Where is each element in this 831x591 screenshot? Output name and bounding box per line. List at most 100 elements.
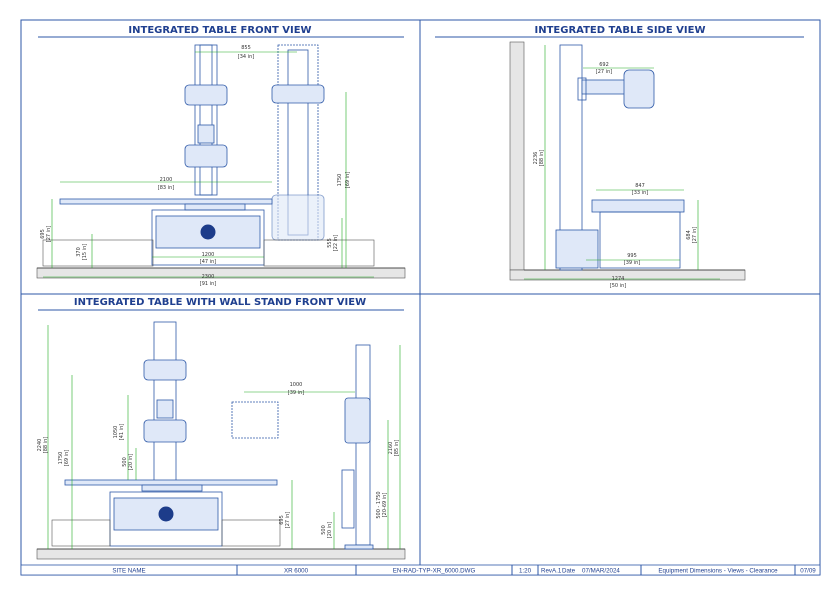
dim-side-1274-in: [50 in] <box>610 283 626 289</box>
dim-wall-1050: 1050 <box>113 426 119 439</box>
side-view-title: INTEGRATED TABLE SIDE VIEW <box>535 25 706 36</box>
floor-hatch <box>36 267 406 279</box>
ws-table-base <box>109 491 223 547</box>
tube-column <box>194 44 218 196</box>
dim-front-2300-in: [91 in] <box>200 281 216 287</box>
dim-side-995-in: [39 in] <box>624 260 640 266</box>
dim-front-1200-in: [47 in] <box>200 259 216 265</box>
dim-side-995: 995 <box>627 253 637 259</box>
dim-wall-1000: 1000 <box>290 382 303 388</box>
bucky-tray <box>184 203 246 211</box>
dim-side-692: 692 <box>599 62 609 68</box>
dim-side-692-in: [27 in] <box>596 69 612 75</box>
dim-wall-2240: 2240 <box>37 439 43 452</box>
ws-table-logo <box>158 506 174 522</box>
dim-front-2100: 2100 <box>160 177 173 183</box>
collimator <box>197 124 215 144</box>
wall-stand-column <box>355 344 371 546</box>
tb-model: XR 6000 <box>284 568 309 575</box>
ws-tube-head-low <box>143 419 187 443</box>
wall-stand-foot <box>344 544 374 550</box>
tb-scale: 1:20 <box>519 568 532 575</box>
dim-front-1750: 1750 <box>337 174 343 187</box>
dim-side-2236-in: [88 in] <box>539 150 545 166</box>
dim-front-555: 555 <box>327 238 333 248</box>
title-block: SITE NAME XR 6000 EN-RAD-TYP-XR_6000.DWG… <box>20 564 821 576</box>
dim-front-695-in: [27 in] <box>46 226 52 242</box>
dim-front-2100-in: [83 in] <box>158 185 174 191</box>
side-floor-hatch <box>509 269 746 281</box>
wall-stand-detector <box>344 397 371 444</box>
dim-front-855: 855 <box>241 45 251 51</box>
dim-side-2236: 2236 <box>533 152 539 165</box>
dim-front-855-in: [34 in] <box>238 54 254 60</box>
dim-wall-500-1750: 500 - 1750 <box>376 491 382 518</box>
wall-view-title: INTEGRATED TABLE WITH WALL STAND FRONT V… <box>74 297 366 308</box>
dim-wall-500-lower-in: [20 in] <box>327 522 333 538</box>
dim-side-847: 847 <box>635 183 645 189</box>
ghost-head-low <box>271 194 325 241</box>
side-base-unit <box>555 229 599 269</box>
dim-front-695: 695 <box>40 229 46 239</box>
floor-plate-right <box>263 239 375 267</box>
tube-column-inner <box>199 44 213 196</box>
side-arm-joint <box>577 77 587 101</box>
table-logo <box>200 224 216 240</box>
dim-wall-695: 695 <box>279 515 285 525</box>
tb-date-label: Date <box>562 568 576 575</box>
dim-side-684-in: [27 in] <box>692 227 698 243</box>
dim-wall-1000-in: [39 in] <box>288 390 304 396</box>
ws-bucky-tray <box>141 484 203 492</box>
dim-wall-500-1750-in: [20-69 in] <box>382 493 388 518</box>
dim-front-1750-in: [69 in] <box>345 172 351 188</box>
wall-stand-view: 1000 [39 in] 2240 [88 in] 1750 [69 in] 1… <box>36 321 406 560</box>
dim-front-1200: 1200 <box>202 252 215 258</box>
ws-plate-right <box>221 519 281 547</box>
dim-wall-2160: 2160 <box>388 442 394 455</box>
dim-wall-2240-in: [88 in] <box>43 437 49 453</box>
dim-front-370-in: [15 in] <box>82 244 88 260</box>
tb-rev: RevA.1 <box>541 568 562 575</box>
tb-date-value: 07/MAR/2024 <box>582 568 620 575</box>
wall-hatch <box>509 41 525 271</box>
dim-wall-695-in: [27 in] <box>285 512 291 528</box>
ws-plate-left <box>51 519 111 547</box>
wall-floor-hatch <box>36 548 406 560</box>
side-table-base <box>599 211 681 269</box>
tube-head-top <box>184 84 228 106</box>
title-block-frame <box>20 564 821 576</box>
dim-front-555-in: [22 in] <box>333 235 339 251</box>
table-base <box>151 209 265 266</box>
tb-description: Equipment Dimensions - Views - Clearance <box>658 568 778 575</box>
dim-wall-500-lower: 500 <box>321 525 327 535</box>
ws-table-top <box>64 479 278 486</box>
tb-site-name: SITE NAME <box>112 568 145 575</box>
dim-wall-1750-in: [69 in] <box>64 450 70 466</box>
tb-sheet-number: 07/09 <box>800 568 816 575</box>
tube-head-low <box>184 144 228 168</box>
floor-plate-left <box>42 239 154 267</box>
ghost-head <box>271 84 325 104</box>
dim-side-1274: 1274 <box>612 276 625 282</box>
dim-wall-2160-in: [85 in] <box>394 440 400 456</box>
wall-stand-handle <box>341 469 355 529</box>
ws-ghost-head <box>231 401 279 439</box>
front-view-title: INTEGRATED TABLE FRONT VIEW <box>128 25 311 36</box>
dim-front-370: 370 <box>76 247 82 257</box>
dim-side-684: 684 <box>686 230 692 240</box>
side-tube-head <box>623 69 655 109</box>
side-table-top <box>591 199 685 213</box>
table-top <box>59 198 273 205</box>
side-arm <box>581 79 628 95</box>
dim-wall-500-in: [20 in] <box>128 454 134 470</box>
side-view: 692 [27 in] 2236 [88 in] 847 [33 in] 684… <box>509 41 746 289</box>
side-column <box>559 44 583 271</box>
ws-tube-head-top <box>143 359 187 381</box>
dim-wall-500: 500 <box>122 457 128 467</box>
dim-front-2300: 2300 <box>202 274 215 280</box>
dim-wall-1050-in: [41 in] <box>119 424 125 440</box>
ws-collimator <box>156 399 174 419</box>
tb-file: EN-RAD-TYP-XR_6000.DWG <box>393 568 476 575</box>
front-view: 855 [34 in] 2100 [83 in] 1750 [69 in] 69… <box>36 44 406 287</box>
